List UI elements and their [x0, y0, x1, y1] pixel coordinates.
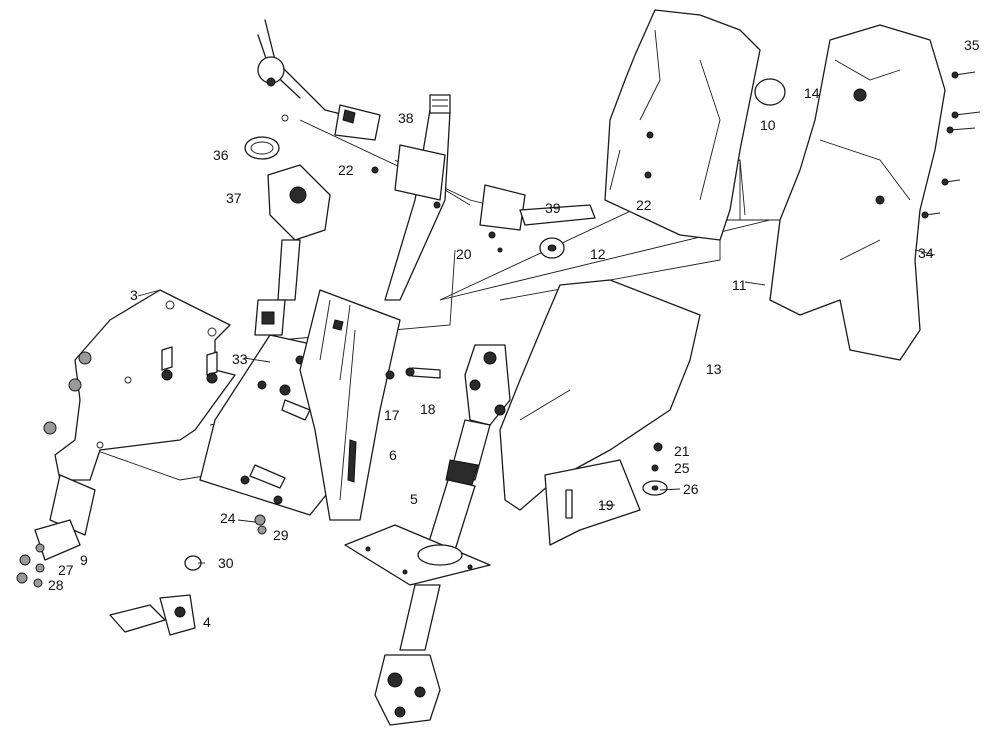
callout-38: 38 [398, 110, 414, 126]
callout-27: 27 [58, 562, 74, 578]
callout-3: 3 [130, 287, 138, 303]
callout-29: 29 [273, 527, 289, 543]
callout-22-left: 22 [338, 162, 354, 178]
callout-4: 4 [203, 614, 211, 630]
upper-cover [604, 9, 761, 241]
callout-9: 9 [80, 552, 88, 568]
ignition-switch [254, 164, 331, 336]
callout-18: 18 [420, 401, 436, 417]
nut-24-29 [254, 514, 267, 535]
callout-24: 24 [220, 510, 236, 526]
callout-13: 13 [706, 361, 722, 377]
floor-flange-plate [344, 524, 491, 586]
cap-10 [754, 78, 786, 106]
floor-bracket [544, 442, 668, 546]
callout-22-right: 22 [636, 197, 652, 213]
callout-12: 12 [590, 246, 606, 262]
callout-36: 36 [213, 147, 229, 163]
part-4-coupling [109, 594, 196, 636]
lower-cover [769, 24, 946, 361]
callout-6: 6 [389, 447, 397, 463]
callout-21: 21 [674, 443, 690, 459]
callout-30: 30 [218, 555, 234, 571]
callout-37: 37 [226, 190, 242, 206]
callout-leaders [137, 249, 936, 564]
callout-39: 39 [545, 200, 561, 216]
cover-screws [921, 71, 981, 219]
callout-14: 14 [804, 85, 820, 101]
bolt-18 [385, 367, 441, 380]
callout-17: 17 [384, 407, 400, 423]
callout-33: 33 [232, 351, 248, 367]
combination-switch-lever [257, 19, 381, 141]
callout-labels: 35 14 10 38 36 22 22 37 39 20 12 34 11 3… [48, 37, 980, 630]
steering-column-housing [299, 289, 401, 521]
callout-25: 25 [674, 460, 690, 476]
switch-39 [479, 184, 596, 253]
callout-20: 20 [456, 246, 472, 262]
bracket-bolts [43, 346, 218, 435]
lower-shaft-universal-joint [374, 584, 441, 726]
bracket-9 [16, 519, 81, 588]
callout-26: 26 [683, 481, 699, 497]
callout-28: 28 [48, 577, 64, 593]
callout-5: 5 [410, 491, 418, 507]
intermediate-shaft [427, 344, 511, 551]
callout-11: 11 [732, 277, 747, 293]
washer-12 [539, 237, 565, 259]
left-bracket-plate [49, 289, 236, 536]
ring-36 [244, 136, 280, 160]
column-shaft-upper [371, 94, 451, 301]
callout-19: 19 [598, 497, 614, 513]
callout-35: 35 [964, 37, 980, 53]
callout-10: 10 [760, 117, 776, 133]
callout-34: 34 [918, 245, 934, 261]
